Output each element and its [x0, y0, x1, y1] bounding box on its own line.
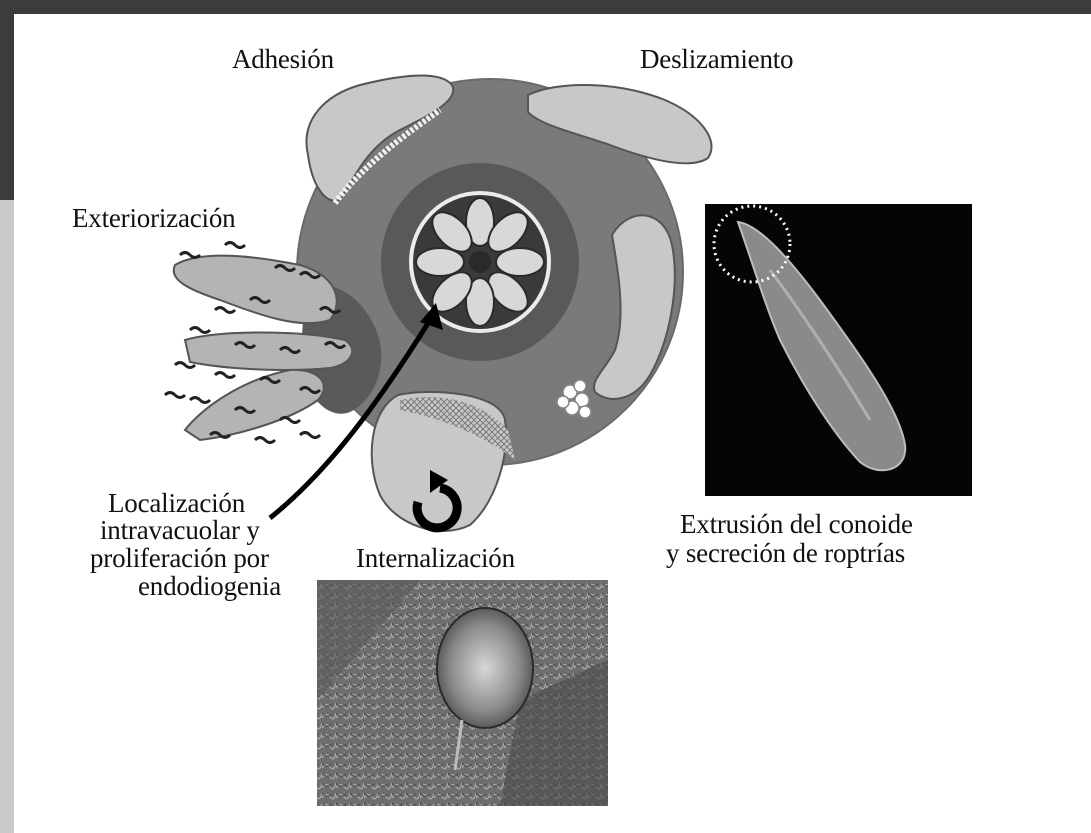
label-deslizamiento: Deslizamiento: [640, 46, 793, 73]
conoid-extrusion-micrograph: [705, 204, 972, 496]
internalization-micrograph: [317, 580, 608, 806]
label-adhesion: Adhesión: [232, 46, 334, 73]
label-internalizacion: Internalización: [356, 545, 515, 572]
egress-parasites: [174, 256, 353, 440]
label-exteriorizacion: Exteriorización: [72, 205, 235, 232]
